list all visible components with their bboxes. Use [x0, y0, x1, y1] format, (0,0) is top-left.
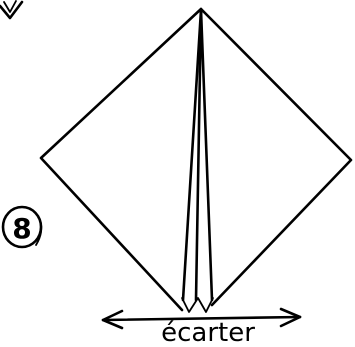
step-number: 8 — [12, 212, 31, 245]
instruction-label: écarter — [161, 318, 255, 347]
spread-arrow — [101, 307, 302, 330]
kite-outline — [39, 7, 353, 312]
inner-flaps — [181, 8, 214, 313]
step-number-badge: 8 — [1, 205, 43, 249]
previous-step-arrow — [0, 0, 24, 20]
